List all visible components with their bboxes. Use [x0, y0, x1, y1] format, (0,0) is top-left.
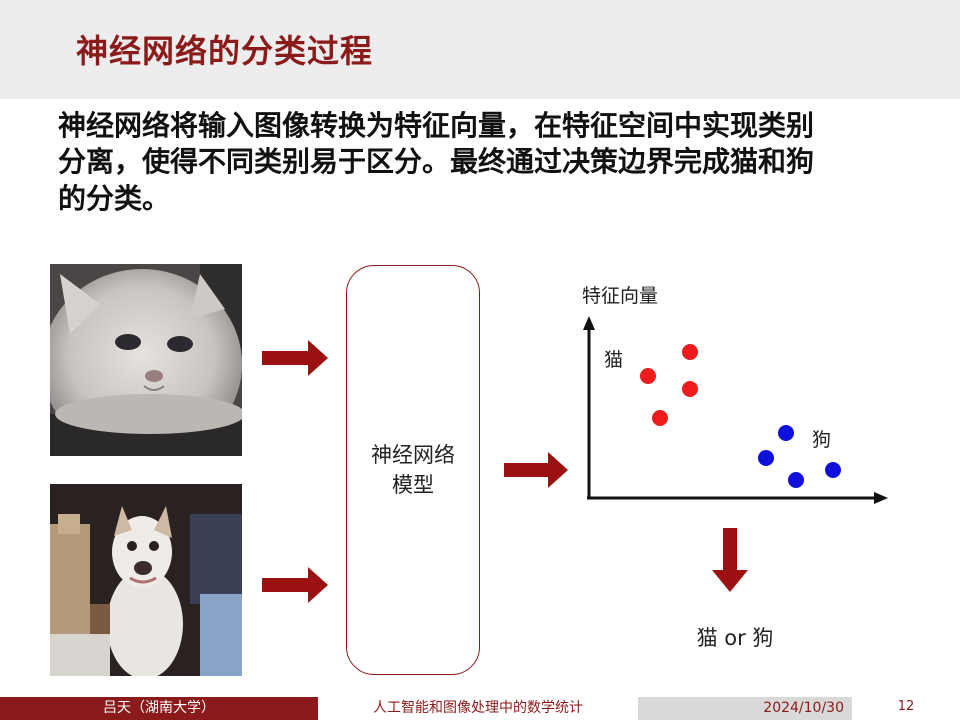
cat-point — [652, 410, 668, 426]
classification-result: 猫 or 狗 — [696, 626, 774, 650]
y-axis-arrowhead — [583, 316, 595, 330]
title-bar: 神经网络的分类过程 — [0, 0, 960, 99]
feature-axis-title: 特征向量 — [582, 285, 658, 307]
model-label: 神经网络 模型 — [346, 440, 480, 501]
x-axis-arrowhead — [874, 492, 888, 504]
intro-line: 的分类。 — [58, 181, 171, 215]
cat-cluster-label: 猫 — [604, 349, 623, 371]
arrow-right-icon — [262, 340, 328, 376]
cat-point — [640, 368, 656, 384]
page-title: 神经网络的分类过程 — [76, 32, 374, 70]
cat-point — [682, 381, 698, 397]
cat-points — [640, 344, 698, 426]
cat-photo — [50, 264, 242, 456]
arrow-right-icon — [504, 452, 568, 488]
footer-page-number: 12 — [852, 697, 960, 720]
dog-point — [778, 425, 794, 441]
model-box — [346, 265, 480, 675]
model-label-line: 神经网络 — [371, 443, 455, 467]
dog-photo — [50, 484, 242, 676]
dog-cluster-label: 狗 — [812, 429, 831, 451]
footer-author: 吕天（湖南大学） — [0, 697, 318, 720]
dog-point — [825, 462, 841, 478]
model-label-line: 模型 — [392, 473, 434, 498]
dog-points — [758, 425, 841, 488]
dog-point — [758, 450, 774, 466]
intro-line: 神经网络将输入图像转换为特征向量，在特征空间中实现类别 — [58, 109, 815, 142]
arrow-down-icon — [712, 528, 748, 592]
intro-line: 分离，使得不同类别易于区分。最终通过决策边界完成猫和狗 — [58, 145, 815, 179]
arrow-right-icon — [262, 567, 328, 603]
feature-space-plot: 特征向量 猫 狗 — [582, 285, 888, 504]
footer-date: 2024/10/30 — [638, 697, 852, 720]
intro-paragraph: 神经网络将输入图像转换为特征向量，在特征空间中实现类别 分离，使得不同类别易于区… — [58, 108, 938, 217]
dog-point — [788, 472, 804, 488]
cat-point — [682, 344, 698, 360]
footer-course: 人工智能和图像处理中的数学统计 — [318, 697, 638, 720]
